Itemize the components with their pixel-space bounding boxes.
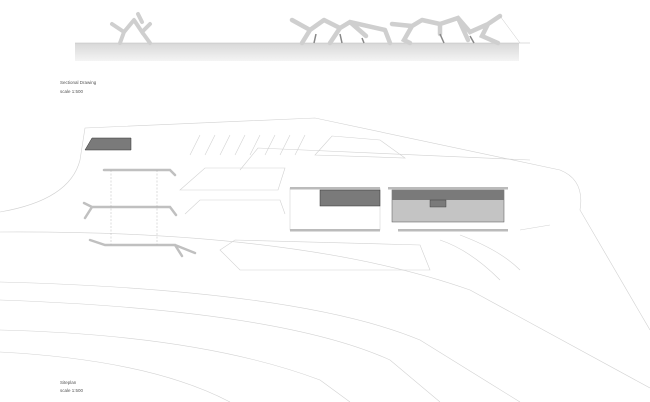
canopy-small [110, 12, 152, 45]
section-label: Sectional Drawing scale 1:500 [60, 80, 96, 95]
section-scale: scale 1:500 [60, 89, 84, 94]
road-edge [0, 117, 650, 331]
siteplan-label: Siteplan scale 1:500 [60, 380, 83, 394]
platform-canopies [82, 168, 197, 258]
kiosk-building [84, 137, 132, 151]
siteplan [0, 117, 650, 402]
sectional-drawing [75, 12, 530, 61]
siteplan-scale: scale 1:500 [60, 388, 84, 393]
ground-section [75, 43, 519, 61]
section-title: Sectional Drawing [60, 80, 97, 85]
station-buildings [289, 187, 508, 232]
canopy-large [289, 13, 503, 46]
siteplan-title: Siteplan [60, 380, 77, 385]
